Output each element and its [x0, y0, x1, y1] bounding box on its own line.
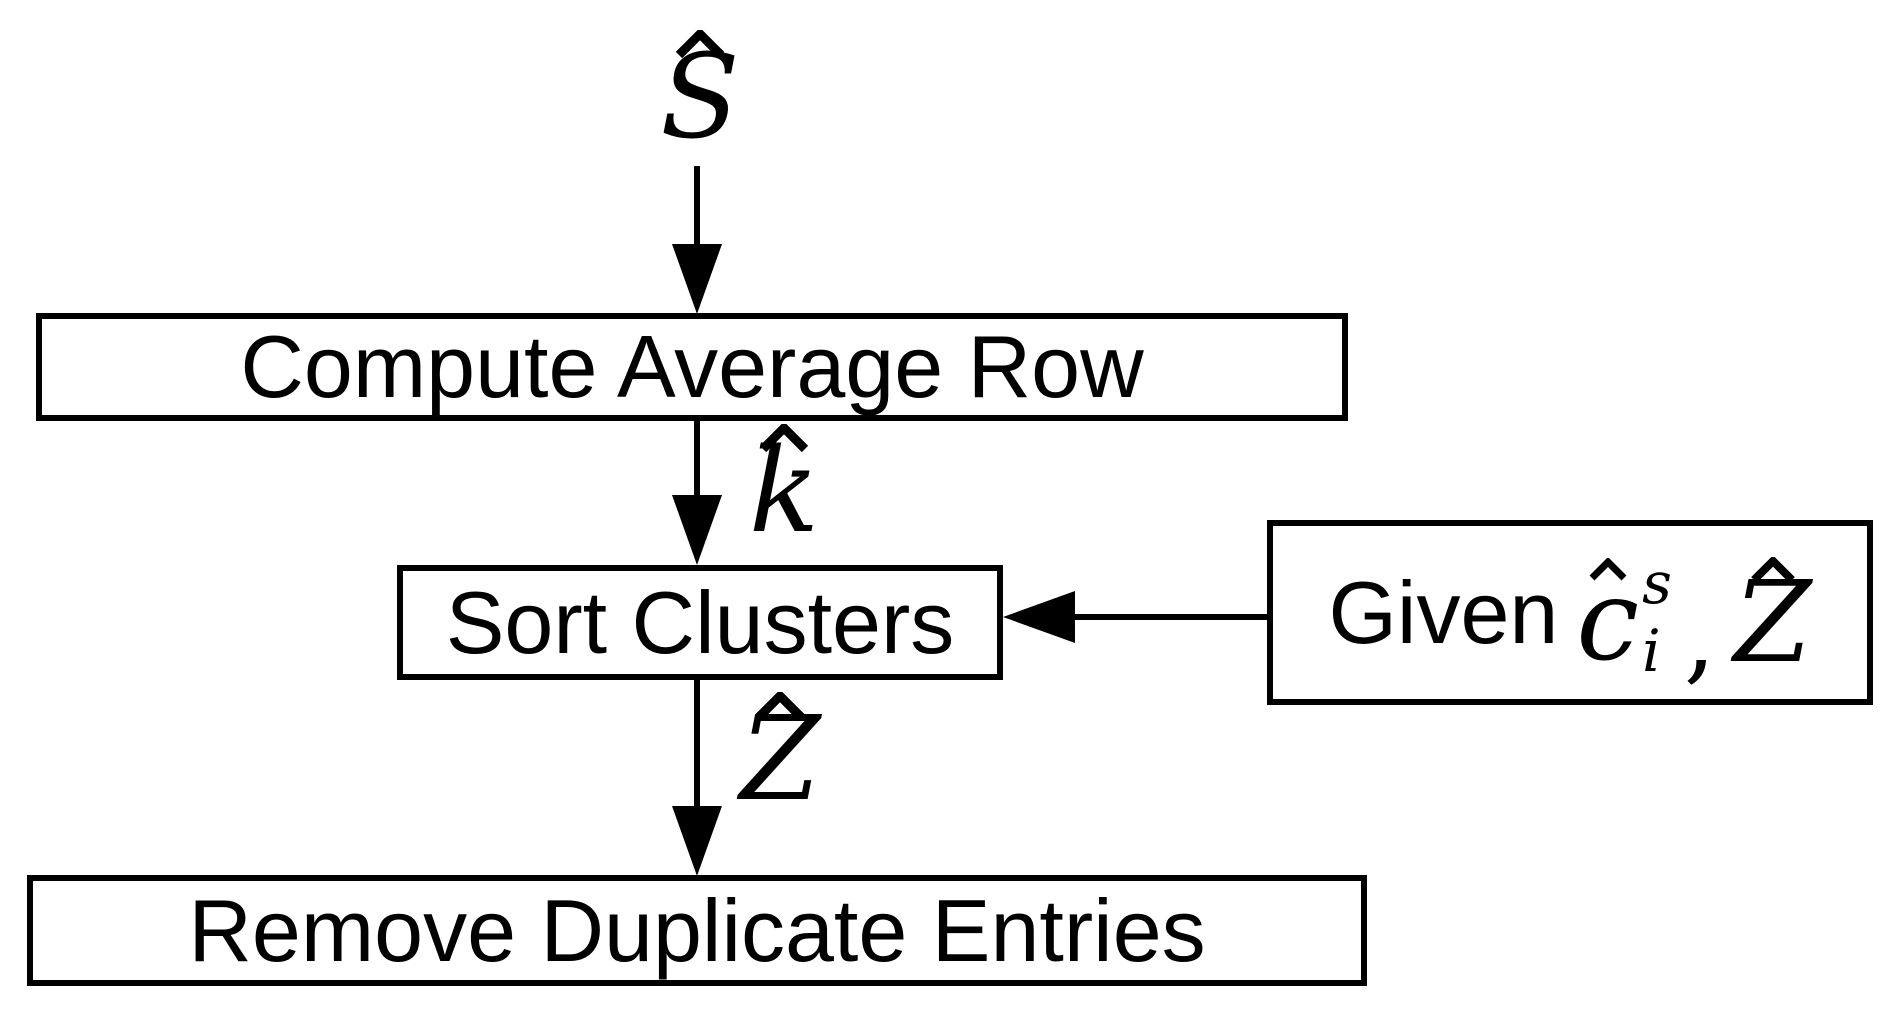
given-box: Given c s i , Z [1267, 520, 1873, 705]
c-term-letter: c [1576, 556, 1640, 687]
compute-average-row-box: Compute Average Row [36, 313, 1348, 421]
remove-duplicate-entries-box: Remove Duplicate Entries [27, 875, 1367, 986]
sort-clusters-box: Sort Clusters [397, 565, 1003, 680]
c-term-scripts: s i [1642, 554, 1672, 680]
z-hat-stack: Z [1733, 556, 1812, 688]
hat-accent-icon [760, 424, 808, 452]
arrow-compute-to-sort-line [694, 421, 700, 497]
arrow-sort-to-remove-line [694, 680, 700, 808]
arrow-compute-to-sort-head [672, 495, 722, 565]
arrow-given-to-sort-head [1003, 591, 1075, 643]
edge-label-z-letter: Z [739, 692, 821, 827]
arrow-given-to-sort-line [1073, 614, 1267, 620]
arrow-input-to-compute-line [694, 166, 700, 248]
remove-duplicate-entries-label: Remove Duplicate Entries [188, 880, 1206, 980]
hat-accent-icon [1750, 556, 1795, 583]
edge-label-k-letter: k [748, 424, 820, 559]
input-symbol-letter: S [660, 30, 740, 165]
c-hat-term: c s i [1576, 550, 1672, 687]
given-box-content: Given c s i , Z [1328, 550, 1812, 688]
c-term-subscript: i [1642, 616, 1661, 685]
comma-separator: , [1683, 577, 1716, 695]
arrow-input-to-compute-head [672, 244, 722, 314]
arrow-sort-to-remove-head [672, 806, 722, 876]
z-term-letter: Z [1733, 557, 1812, 688]
c-term-superscript: s [1642, 548, 1672, 617]
hat-accent-icon [1589, 558, 1627, 581]
z-hat-term: Z [1733, 556, 1812, 688]
given-word: Given [1328, 562, 1559, 662]
compute-average-row-label: Compute Average Row [240, 317, 1144, 416]
input-symbol-s-hat: S [640, 30, 760, 165]
c-hat-stack: c [1576, 556, 1640, 687]
hat-accent-icon [676, 30, 724, 58]
edge-label-k-hat: k [744, 424, 824, 559]
edge-label-z-hat: Z [738, 692, 822, 827]
hat-accent-icon [756, 692, 804, 720]
sort-clusters-label: Sort Clusters [445, 572, 955, 672]
